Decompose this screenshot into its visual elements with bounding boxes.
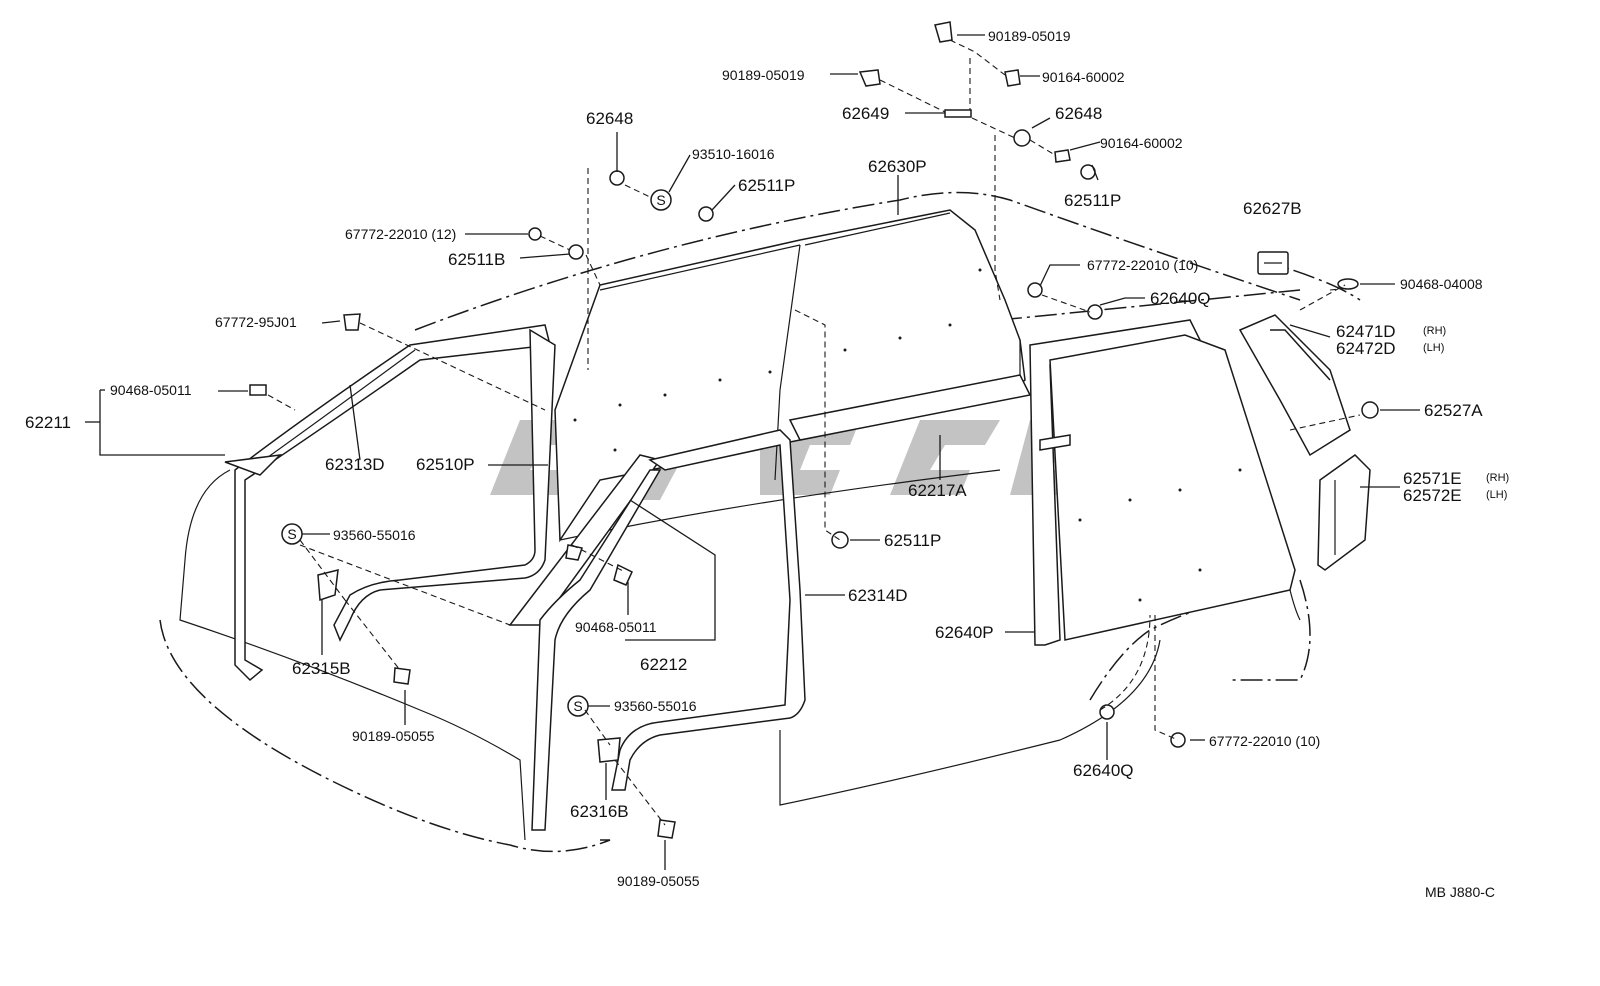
label-67772-95j01: 67772-95J01	[215, 314, 297, 330]
label-62511p: 62511P	[738, 176, 795, 195]
center-pillar-trim	[508, 429, 806, 831]
clips-and-screws	[249, 21, 1379, 839]
diagram-code: MB J880-C	[1425, 884, 1495, 900]
label-62217a: 62217A	[908, 481, 967, 500]
label-90468-05011: 90468-05011	[575, 619, 657, 635]
windshield-header-trim	[333, 328, 556, 642]
s-mark: S	[656, 192, 665, 208]
label-62315b: 62315B	[292, 659, 351, 678]
label-62471d: 62471D	[1336, 322, 1396, 341]
label-rh: (RH)	[1423, 325, 1446, 337]
s-mark: S	[573, 698, 582, 714]
s-mark: S	[287, 526, 296, 542]
label-62472d: 62472D	[1336, 339, 1396, 358]
label-62511p: 62511P	[1064, 191, 1121, 210]
label-62211: 62211	[25, 413, 71, 432]
label-62571e: 62571E	[1403, 469, 1462, 488]
label-62640q: 62640Q	[1150, 289, 1211, 308]
label-62649: 62649	[842, 104, 889, 123]
label-90468-04008: 90468-04008	[1400, 276, 1483, 292]
label-62648: 62648	[1055, 104, 1102, 123]
cover-plate	[1257, 251, 1289, 275]
label-90189-05019: 90189-05019	[988, 28, 1071, 44]
label-90164-60002: 90164-60002	[1100, 135, 1183, 151]
label-62316b: 62316B	[570, 802, 629, 821]
label-62572e: 62572E	[1403, 486, 1462, 505]
label-90164-60002: 90164-60002	[1042, 69, 1125, 85]
label-67772-22010: 67772-22010 (10)	[1087, 257, 1198, 273]
label-62510p: 62510P	[416, 455, 475, 474]
label-67772-22010: 67772-22010 (12)	[345, 226, 456, 242]
label-62511p: 62511P	[884, 531, 941, 550]
label-62314d: 62314D	[848, 586, 908, 605]
standard-part-marks	[281, 189, 672, 717]
label-62313d: 62313D	[325, 455, 385, 474]
label-lh: (LH)	[1486, 489, 1507, 501]
fastener-holes	[573, 268, 1242, 602]
label-62640p: 62640P	[935, 623, 994, 642]
label-62212: 62212	[640, 655, 687, 674]
label-leaders	[85, 34, 1420, 870]
quarter-panel-trim	[1317, 454, 1371, 571]
label-lh: (LH)	[1423, 342, 1444, 354]
quarter-pillar-trim	[1238, 314, 1351, 457]
label-90189-05055: 90189-05055	[352, 728, 435, 744]
label-93560-55016: 93560-55016	[614, 698, 697, 714]
label-93560-55016: 93560-55016	[333, 527, 416, 543]
part-labels: 90189-05019 90189-05019 90164-60002 6264…	[25, 28, 1509, 900]
label-62527a: 62527A	[1424, 401, 1483, 420]
label-62627b: 62627B	[1243, 199, 1302, 218]
label-62630p: 62630P	[868, 157, 927, 176]
label-67772-22010: 67772-22010 (10)	[1209, 733, 1320, 749]
label-90189-05055: 90189-05055	[617, 873, 700, 889]
label-rh: (RH)	[1486, 472, 1509, 484]
label-62640q: 62640Q	[1073, 761, 1134, 780]
label-93510-16016: 93510-16016	[692, 146, 775, 162]
windshield-pillar-trim	[224, 324, 551, 682]
label-90189-05019: 90189-05019	[722, 67, 805, 83]
rear-door-opening-trim	[1029, 319, 1296, 646]
exploded-view-lines	[267, 39, 1361, 826]
label-62648: 62648	[586, 109, 633, 128]
label-62511b: 62511B	[448, 250, 505, 269]
label-90468-05011: 90468-05011	[110, 382, 192, 398]
roof-side-rail	[788, 340, 1032, 441]
